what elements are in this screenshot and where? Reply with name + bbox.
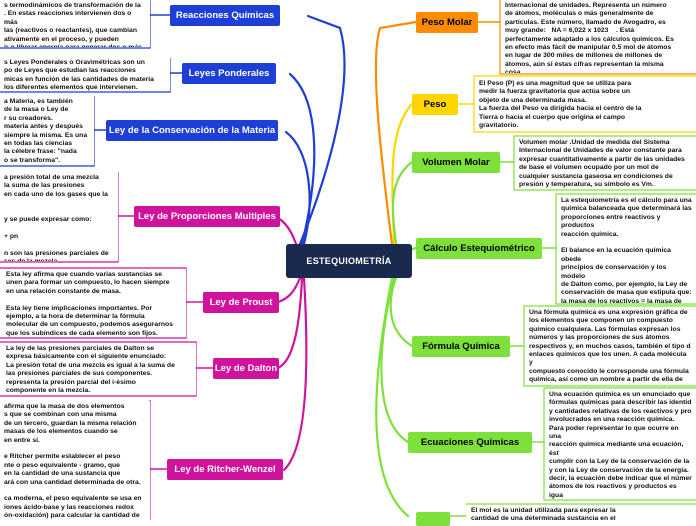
desc-ley-proust: Esta ley afirma que cuando varias sustan…	[2, 269, 186, 337]
desc-ecuaciones-quimicas: Una ecuación química es un enunciado que…	[545, 389, 696, 499]
connector-peso-molar	[374, 20, 418, 246]
node-ecuaciones-quimicas[interactable]: Ecuaciones Químicas	[408, 432, 532, 453]
desc-ley-ritcher-wenzel: afirma que la masa de dos elementos s qu…	[0, 401, 150, 520]
node-proporciones-multiples[interactable]: Ley de Proporciones Multiples	[134, 206, 280, 227]
connector-volumen	[391, 160, 414, 246]
desc-proporciones-multiples: a presión total de una mezcla la suma de…	[0, 172, 118, 261]
node-peso[interactable]: Peso	[412, 94, 458, 115]
desc-peso-molar: Internacional de unidades. Representa un…	[501, 0, 696, 73]
connector-conservacion	[284, 130, 311, 246]
node-mol[interactable]	[416, 512, 450, 526]
desc-mol: El mol es la unidad utilizada para expre…	[467, 505, 696, 520]
desc-peso: El Peso (P) es una magnitud que se utili…	[475, 78, 696, 131]
connector-dalton	[276, 276, 304, 370]
node-ley-dalton[interactable]: Ley de Dalton	[213, 358, 279, 379]
desc-reacciones-quimicas: s termodinámicos de transformación de la…	[0, 0, 150, 47]
node-leyes-ponderales[interactable]: Leyes Ponderales	[182, 63, 276, 84]
desc-conservacion-materia: a Materia, es también de la masa o Ley d…	[0, 96, 94, 165]
central-topic[interactable]: ESTEQUIOMETRÍA	[286, 244, 412, 278]
desc-ley-dalton: La ley de las presiones parciales de Dal…	[2, 343, 196, 395]
node-ley-ritcher-wenzel[interactable]: Ley de Ritcher-Wenzel	[167, 459, 283, 480]
desc-leyes-ponderales: s Leyes Ponderales o Gravimétricas son u…	[0, 57, 170, 91]
node-volumen-molar[interactable]: Volumen Molar	[412, 152, 500, 173]
node-reacciones-quimicas[interactable]: Reacciones Químicas	[170, 5, 280, 26]
node-conservacion-materia[interactable]: Ley de la Conservación de la Materia	[106, 120, 278, 141]
node-ley-proust[interactable]: Ley de Proust	[203, 292, 279, 313]
connector-leyes-ponderales	[288, 72, 316, 246]
connector-reacciones	[298, 14, 346, 246]
node-formula-quimica[interactable]: Fórmula Química	[412, 336, 510, 357]
desc-formula-quimica: Una fórmula química es una expresión grá…	[525, 307, 696, 385]
desc-calculo-estequiometrico: La estequiometría es el cálculo para una…	[557, 195, 696, 303]
connector-ritcher	[282, 276, 308, 472]
node-peso-molar[interactable]: Peso Molar	[416, 12, 478, 33]
connector-proust	[276, 276, 302, 304]
connector-mol	[375, 276, 410, 518]
connector-formula	[389, 276, 414, 348]
desc-volumen-molar: Volumen molar .Unidad de medida del Sist…	[515, 137, 696, 189]
connector-ecuaciones	[380, 276, 410, 444]
node-calculo-estequiometrico[interactable]: Cálculo Estequiométrico	[416, 238, 542, 259]
